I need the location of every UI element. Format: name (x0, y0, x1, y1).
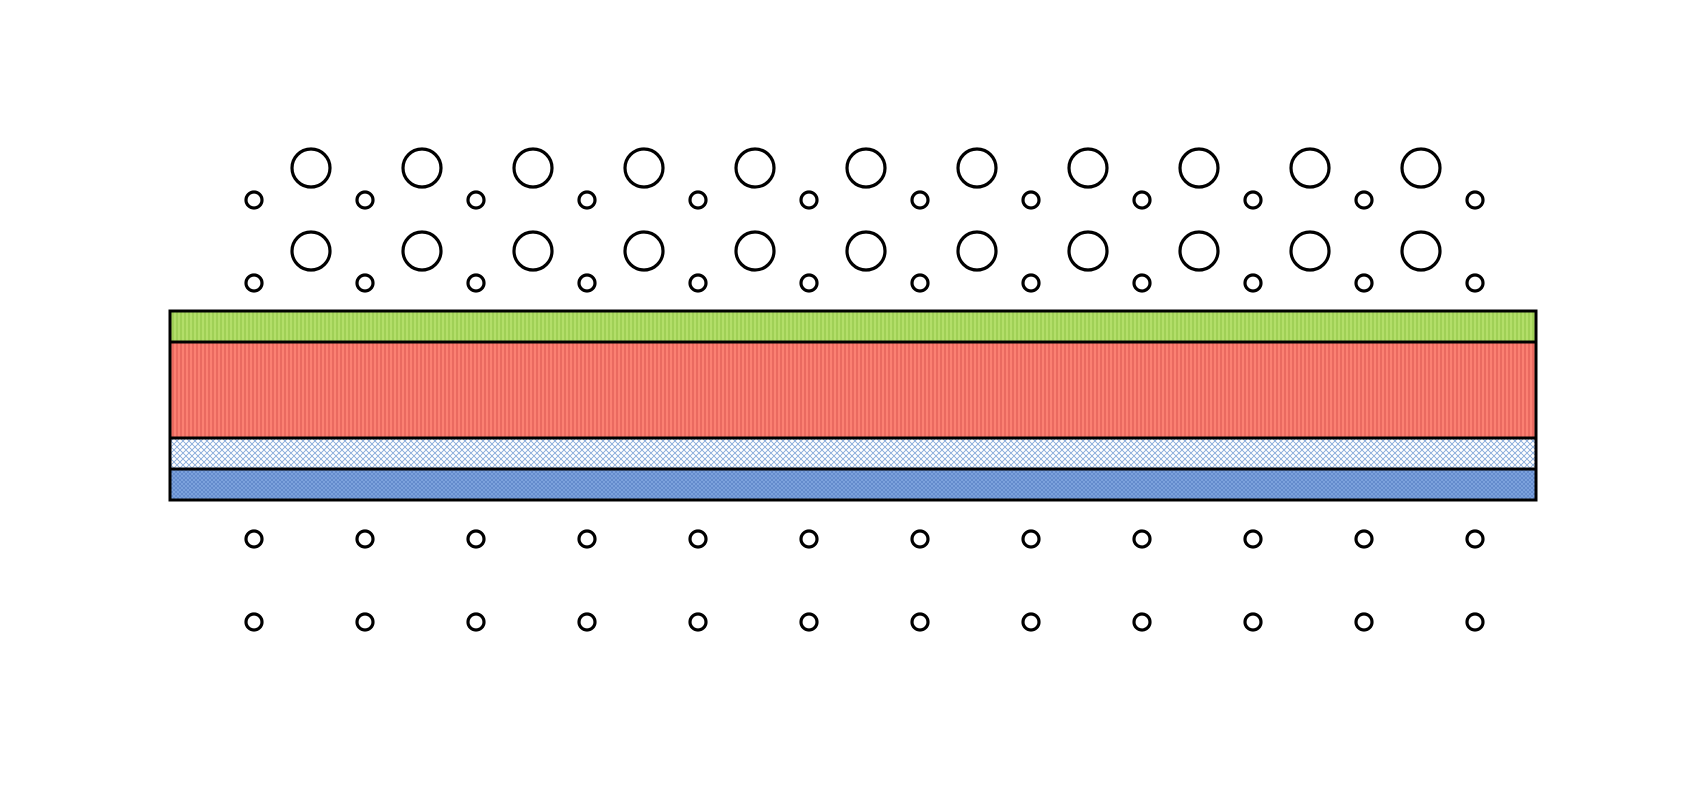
small-particle (799, 612, 819, 632)
small-particle (1021, 190, 1041, 210)
large-particle (1289, 147, 1331, 189)
small-particle (466, 529, 486, 549)
large-particle (1067, 230, 1109, 272)
particles-above-group (244, 147, 1485, 293)
large-particle (623, 230, 665, 272)
small-particle (577, 190, 597, 210)
small-particle (1354, 190, 1374, 210)
small-particle (1243, 273, 1263, 293)
small-particle (688, 273, 708, 293)
small-particle (355, 273, 375, 293)
green-vertical-stripe-layer (168, 309, 1538, 344)
large-particle (512, 147, 554, 189)
large-particle (401, 230, 443, 272)
small-particle (1354, 612, 1374, 632)
small-particle (688, 190, 708, 210)
layer-stack (168, 309, 1538, 502)
small-particle (355, 529, 375, 549)
small-particle (1465, 190, 1485, 210)
large-particle (290, 147, 332, 189)
small-particle (688, 612, 708, 632)
large-particle (1178, 230, 1220, 272)
large-particle (1400, 147, 1442, 189)
small-particle (1132, 529, 1152, 549)
small-particle (577, 273, 597, 293)
large-particle (401, 147, 443, 189)
large-particle (1400, 230, 1442, 272)
small-particle (466, 190, 486, 210)
small-particle (1021, 529, 1041, 549)
small-particle (1465, 273, 1485, 293)
small-particle (244, 273, 264, 293)
small-particle (244, 190, 264, 210)
small-particle (688, 529, 708, 549)
large-particle (512, 230, 554, 272)
large-particle (845, 147, 887, 189)
small-particle (1243, 529, 1263, 549)
large-particle (734, 230, 776, 272)
small-particle (1021, 612, 1041, 632)
small-particle (1243, 190, 1263, 210)
small-particle (1132, 190, 1152, 210)
small-particle (244, 529, 264, 549)
large-particle (956, 147, 998, 189)
large-particle (734, 147, 776, 189)
large-particle (1067, 147, 1109, 189)
small-particle (910, 273, 930, 293)
small-particle (1132, 612, 1152, 632)
small-particle (1465, 529, 1485, 549)
small-particle (910, 612, 930, 632)
blue-crosshatch-layer (168, 467, 1538, 502)
large-particle (290, 230, 332, 272)
small-particle (1465, 612, 1485, 632)
small-particle (466, 273, 486, 293)
large-particle (1178, 147, 1220, 189)
small-particle (355, 612, 375, 632)
small-particle (910, 529, 930, 549)
large-particle (845, 230, 887, 272)
large-particle (956, 230, 998, 272)
small-particle (244, 612, 264, 632)
red-vertical-stripe-layer (168, 340, 1538, 440)
small-particle (799, 273, 819, 293)
small-particle (1021, 273, 1041, 293)
large-particle (1289, 230, 1331, 272)
small-particle (577, 612, 597, 632)
small-particle (1243, 612, 1263, 632)
large-particle (623, 147, 665, 189)
small-particle (799, 190, 819, 210)
small-particle (1132, 273, 1152, 293)
small-particle (577, 529, 597, 549)
small-particle (1354, 273, 1374, 293)
small-particle (466, 612, 486, 632)
small-particle (1354, 529, 1374, 549)
small-particle (910, 190, 930, 210)
small-particle (799, 529, 819, 549)
particles-below-group (244, 529, 1485, 632)
light-blue-crosshatch-layer (168, 436, 1538, 471)
small-particle (355, 190, 375, 210)
